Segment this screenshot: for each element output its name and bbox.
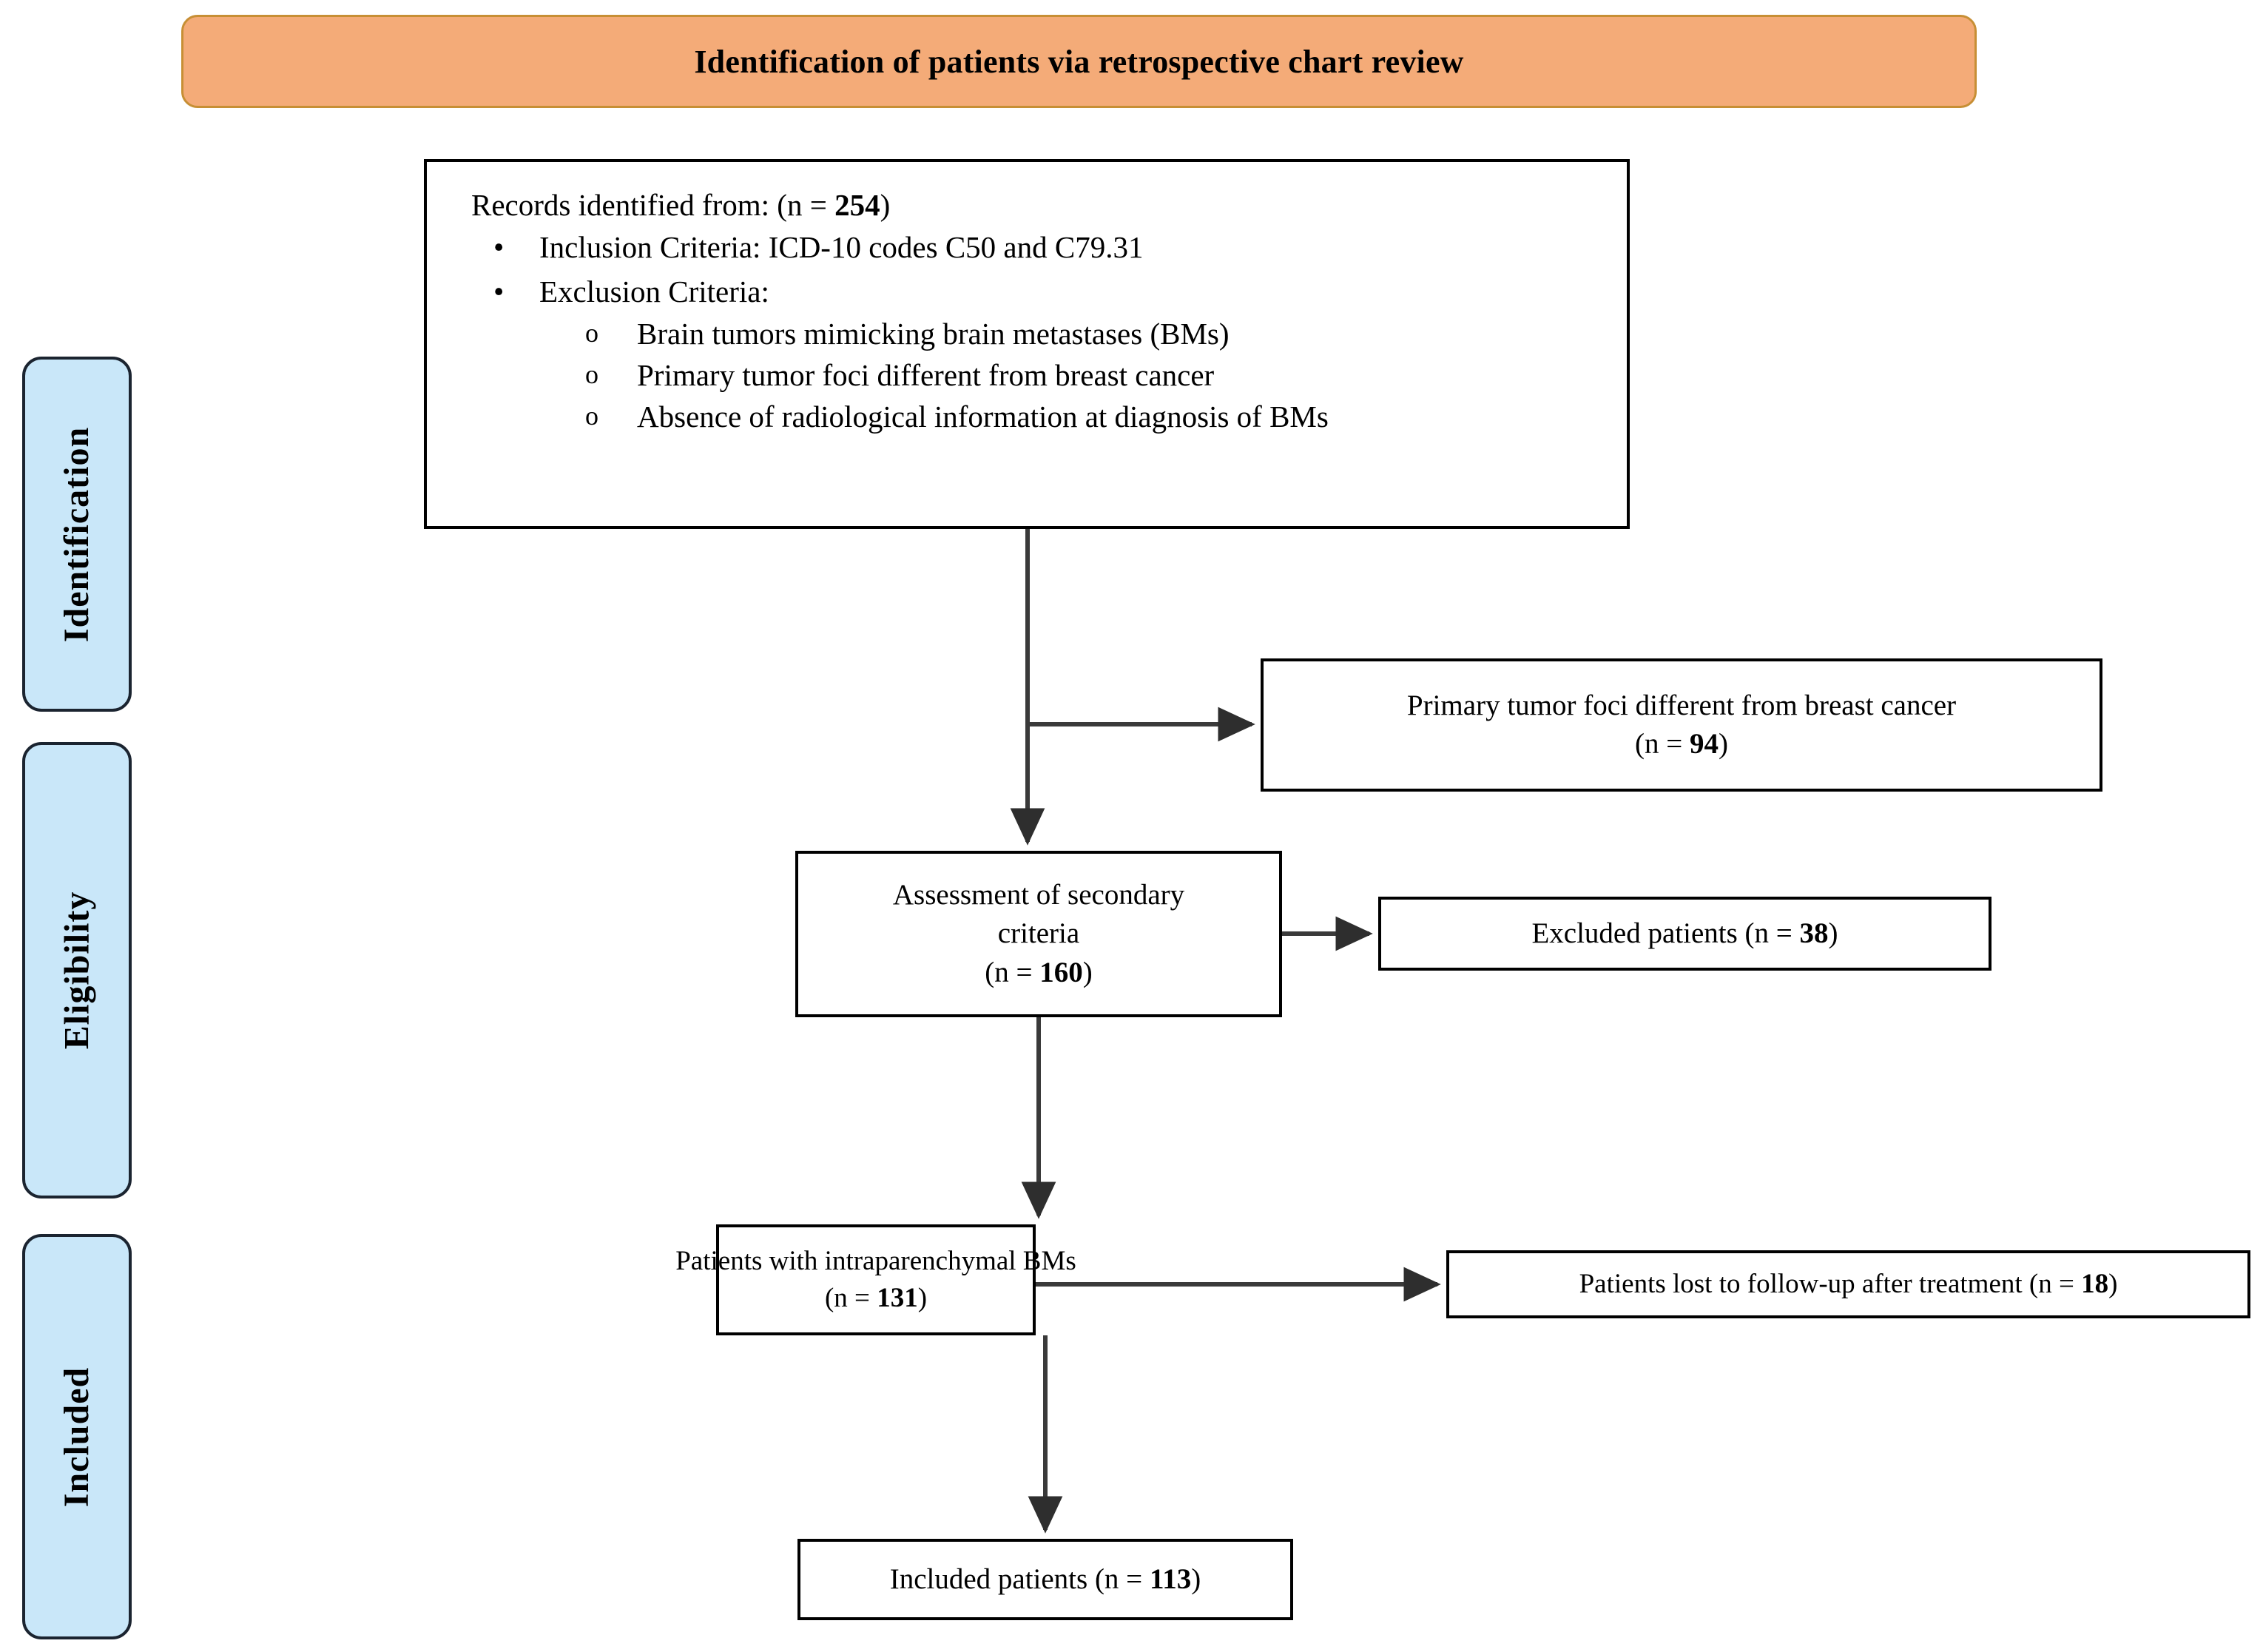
- stage-label-included-text: Included: [57, 1366, 97, 1507]
- list-item: o Absence of radiological information at…: [539, 397, 1605, 436]
- list-item: • Inclusion Criteria: ICD-10 codes C50 a…: [452, 229, 1605, 266]
- assessment-n-prefix: (n =: [985, 956, 1040, 988]
- intraparenchymal-line1: Patients with intraparenchymal BMs: [675, 1246, 1076, 1277]
- bullet-dot-icon: •: [493, 274, 505, 309]
- excluded-value: 38: [1799, 917, 1829, 949]
- exclusion-item-text: Absence of radiological information at d…: [637, 399, 1329, 434]
- included-patients-suffix: ): [1191, 1562, 1201, 1595]
- primary-tumor-n-value: 94: [1689, 728, 1719, 760]
- assessment-n-suffix: ): [1082, 956, 1093, 988]
- intraparenchymal-n-suffix: ): [917, 1283, 928, 1313]
- records-lead-suffix: ): [880, 188, 891, 222]
- intraparenchymal-n-prefix: (n =: [824, 1283, 877, 1313]
- excluded-suffix: ): [1828, 917, 1838, 949]
- exclusion-item-text: Brain tumors mimicking brain metastases …: [637, 317, 1230, 351]
- assessment-secondary-criteria-box: Assessment of secondary criteria (n = 16…: [795, 851, 1282, 1017]
- assessment-line2: criteria: [997, 917, 1080, 950]
- primary-tumor-n-prefix: (n =: [1635, 728, 1690, 760]
- assessment-line1: Assessment of secondary: [892, 879, 1185, 911]
- records-lead-value: 254: [834, 188, 880, 222]
- excluded-patients-box: Excluded patients (n = 38): [1378, 897, 1991, 971]
- stage-label-eligibility: Eligibility: [22, 742, 132, 1198]
- included-patients-prefix: Included patients (n =: [889, 1562, 1150, 1595]
- list-item: o Primary tumor foci different from brea…: [539, 356, 1605, 394]
- primary-tumor-excluded-box: Primary tumor foci different from breast…: [1261, 658, 2102, 792]
- assessment-n-value: 160: [1039, 956, 1083, 988]
- list-item: o Brain tumors mimicking brain metastase…: [539, 314, 1605, 353]
- bullet-circle-icon: o: [585, 318, 598, 348]
- lost-followup-suffix: ): [2108, 1269, 2118, 1300]
- list-item: • Exclusion Criteria: o Brain tumors mim…: [452, 273, 1605, 436]
- stage-label-included: Included: [22, 1234, 132, 1639]
- included-patients-box: Included patients (n = 113): [797, 1539, 1293, 1620]
- intraparenchymal-n-value: 131: [877, 1283, 918, 1313]
- page-title: Identification of patients via retrospec…: [694, 43, 1464, 80]
- criteria-bullet-list: • Inclusion Criteria: ICD-10 codes C50 a…: [452, 229, 1605, 436]
- records-lead-line: Records identified from: (n = 254): [471, 187, 1605, 223]
- bullet-circle-icon: o: [585, 401, 598, 431]
- stage-label-eligibility-text: Eligibility: [57, 891, 97, 1050]
- lost-followup-value: 18: [2081, 1269, 2109, 1300]
- intraparenchymal-bms-box: Patients with intraparenchymal BMs (n = …: [675, 1224, 1076, 1335]
- bullet-circle-icon: o: [585, 360, 598, 390]
- lost-to-followup-box: Patients lost to follow-up after treatme…: [1446, 1250, 2250, 1318]
- records-identified-box: Records identified from: (n = 254) • Inc…: [424, 159, 1630, 529]
- included-patients-value: 113: [1149, 1562, 1192, 1595]
- exclusion-criteria-text: Exclusion Criteria:: [539, 274, 769, 309]
- primary-tumor-n-suffix: ): [1718, 728, 1728, 760]
- exclusion-subbullet-list: o Brain tumors mimicking brain metastase…: [539, 314, 1605, 436]
- stage-label-identification-text: Identification: [57, 426, 97, 642]
- lost-followup-prefix: Patients lost to follow-up after treatme…: [1579, 1269, 2082, 1300]
- records-lead-prefix: Records identified from: (n =: [471, 188, 835, 222]
- stage-label-identification: Identification: [22, 357, 132, 712]
- excluded-prefix: Excluded patients (n =: [1531, 917, 1800, 949]
- exclusion-item-text: Primary tumor foci different from breast…: [637, 358, 1215, 393]
- header-banner: Identification of patients via retrospec…: [181, 15, 1977, 108]
- primary-tumor-line1: Primary tumor foci different from breast…: [1406, 689, 1957, 721]
- inclusion-criteria-text: Inclusion Criteria: ICD-10 codes C50 and…: [539, 230, 1144, 264]
- bullet-dot-icon: •: [493, 230, 505, 264]
